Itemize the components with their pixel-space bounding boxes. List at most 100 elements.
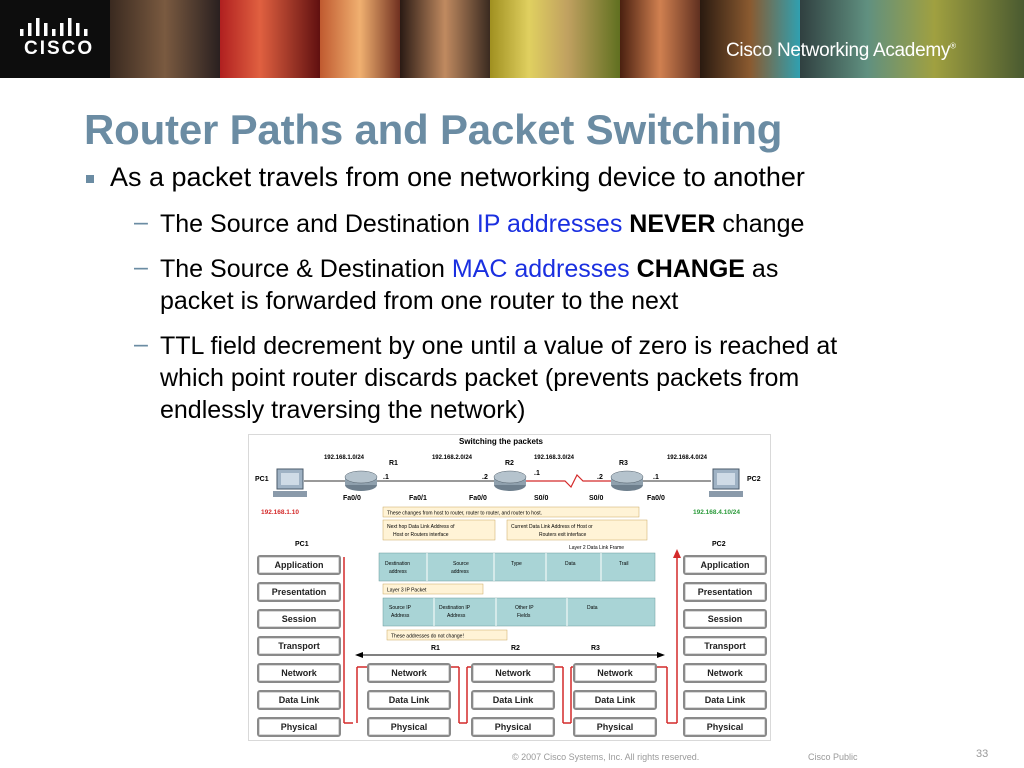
- sub-text: The Source and Destination: [160, 210, 477, 238]
- network-label: 192.168.4.0/24: [667, 455, 708, 461]
- never-term: NEVER: [629, 210, 716, 238]
- l3-packet: [382, 597, 656, 627]
- router-label: R1: [431, 645, 440, 652]
- banner-photo: [700, 0, 800, 78]
- pc2-layer: Transport: [683, 636, 767, 656]
- note-box: [386, 629, 508, 641]
- sub-text: as: [744, 255, 779, 283]
- host-id: .1: [534, 470, 540, 477]
- router-layer: Data Link: [471, 690, 555, 710]
- network-label: 192.168.2.0/24: [432, 455, 473, 461]
- sub-text: change: [715, 210, 805, 238]
- l2-field: Data: [565, 561, 576, 567]
- router-layer: Network: [573, 663, 657, 683]
- note-box: [382, 583, 484, 595]
- network-label: 192.168.3.0/24: [534, 455, 575, 461]
- pc2-layer: Network: [683, 663, 767, 683]
- l2-field: address: [389, 569, 407, 575]
- page-number: 33: [976, 748, 989, 760]
- academy-name: Cisco Networking Academy: [726, 40, 951, 61]
- note-no-change: These addresses do not change!: [391, 634, 464, 640]
- pc2-layer: Physical: [683, 717, 767, 737]
- banner-photo: [490, 0, 620, 78]
- l2-field: Trail: [619, 561, 629, 567]
- router-icon: [493, 470, 527, 491]
- stack-label: PC2: [712, 541, 726, 548]
- arrow-head-left-icon: [355, 652, 363, 658]
- sub-text: The Source & Destination: [160, 255, 452, 283]
- pc1-layer: Session: [257, 609, 341, 629]
- diagram-canvas: Switching the packets 192.168.1.0/24 192…: [255, 437, 761, 724]
- change-term: CHANGE: [636, 255, 745, 283]
- l3-packet-label: Layer 3 IP Packet: [387, 588, 427, 594]
- host-id: .2: [482, 474, 488, 481]
- banner-photo: [400, 0, 490, 78]
- l2-field: Destination: [385, 561, 410, 567]
- classification: Cisco Public: [808, 752, 858, 762]
- l3-field: Other IP: [515, 605, 534, 611]
- l3-field: Source IP: [389, 605, 412, 611]
- l3-field: Destination IP: [439, 605, 471, 611]
- cisco-logo-text: CISCO: [24, 38, 95, 59]
- l2-field: address: [451, 569, 469, 575]
- router-layer: Physical: [573, 717, 657, 737]
- diagram-title: Switching the packets: [459, 437, 544, 446]
- l2-frame-label: Layer 2 Data Link Frame: [569, 545, 624, 551]
- interface-label: Fa0/1: [409, 495, 427, 502]
- pc1-layer: Transport: [257, 636, 341, 656]
- l2-field: Type: [511, 561, 522, 567]
- banner-photo: [800, 0, 1024, 78]
- l3-field: Fields: [517, 613, 531, 619]
- slide-title: Router Paths and Packet Switching: [84, 106, 783, 153]
- pc-label: PC2: [747, 476, 761, 483]
- router-icon: [610, 470, 644, 491]
- pc2-ip: 192.168.4.10/24: [693, 509, 740, 516]
- router-label: R2: [511, 645, 520, 652]
- stack-label: PC1: [295, 541, 309, 548]
- pc2-layer: Session: [683, 609, 767, 629]
- dash-icon: –: [134, 208, 148, 236]
- bullet-main: As a packet travels from one networking …: [110, 162, 805, 192]
- dash-icon: –: [134, 253, 148, 281]
- banner-photo: [110, 0, 220, 78]
- host-id: .1: [383, 474, 389, 481]
- l3-field: Address: [447, 613, 466, 619]
- note-next-hop: Next hop Data Link Address of: [387, 524, 455, 530]
- router-icon: [344, 470, 378, 491]
- sub-bullet-ttl: TTL field decrement by one until a value…: [160, 330, 950, 426]
- cisco-logo-bars: [20, 18, 88, 36]
- interface-label: S0/0: [589, 495, 604, 502]
- pc1-icon: [273, 468, 307, 497]
- pc1-layer: Application: [257, 555, 341, 575]
- copyright: © 2007 Cisco Systems, Inc. All rights re…: [512, 752, 700, 762]
- banner-photo: [620, 0, 700, 78]
- cisco-logo: CISCO: [0, 0, 110, 78]
- router-label: R2: [505, 460, 514, 467]
- sub-bullet-mac: The Source & Destination MAC addresses C…: [160, 253, 950, 317]
- sub-text: which point router discards packet (prev…: [160, 364, 800, 392]
- network-label: 192.168.1.0/24: [324, 455, 365, 461]
- banner-photo: [220, 0, 320, 78]
- l3-field: Data: [587, 605, 598, 611]
- router-layer: Physical: [471, 717, 555, 737]
- pc2-layer: Application: [683, 555, 767, 575]
- note-current: Current Data Link Address of Host or: [511, 524, 593, 530]
- pc1-ip: 192.168.1.10: [261, 509, 299, 516]
- sub-bullet-ip: The Source and Destination IP addresses …: [160, 208, 950, 240]
- l2-field: Source: [453, 561, 469, 567]
- note-current: Routers exit interface: [539, 532, 586, 538]
- registered-mark: ®: [950, 41, 956, 51]
- note-box: [506, 519, 648, 541]
- note-box: [382, 506, 640, 518]
- pc2-layer: Data Link: [683, 690, 767, 710]
- interface-label: Fa0/0: [647, 495, 665, 502]
- note-next-hop: Host or Routers interface: [393, 532, 449, 538]
- router-layer: Data Link: [367, 690, 451, 710]
- router-label: R3: [619, 460, 628, 467]
- router-label: R3: [591, 645, 600, 652]
- academy-title: Cisco Networking Academy®: [726, 40, 956, 62]
- up-arrow-icon: [673, 549, 681, 558]
- pc1-layer: Physical: [257, 717, 341, 737]
- dash-icon: –: [134, 330, 148, 358]
- note-changes: These changes from host to router, route…: [387, 511, 542, 517]
